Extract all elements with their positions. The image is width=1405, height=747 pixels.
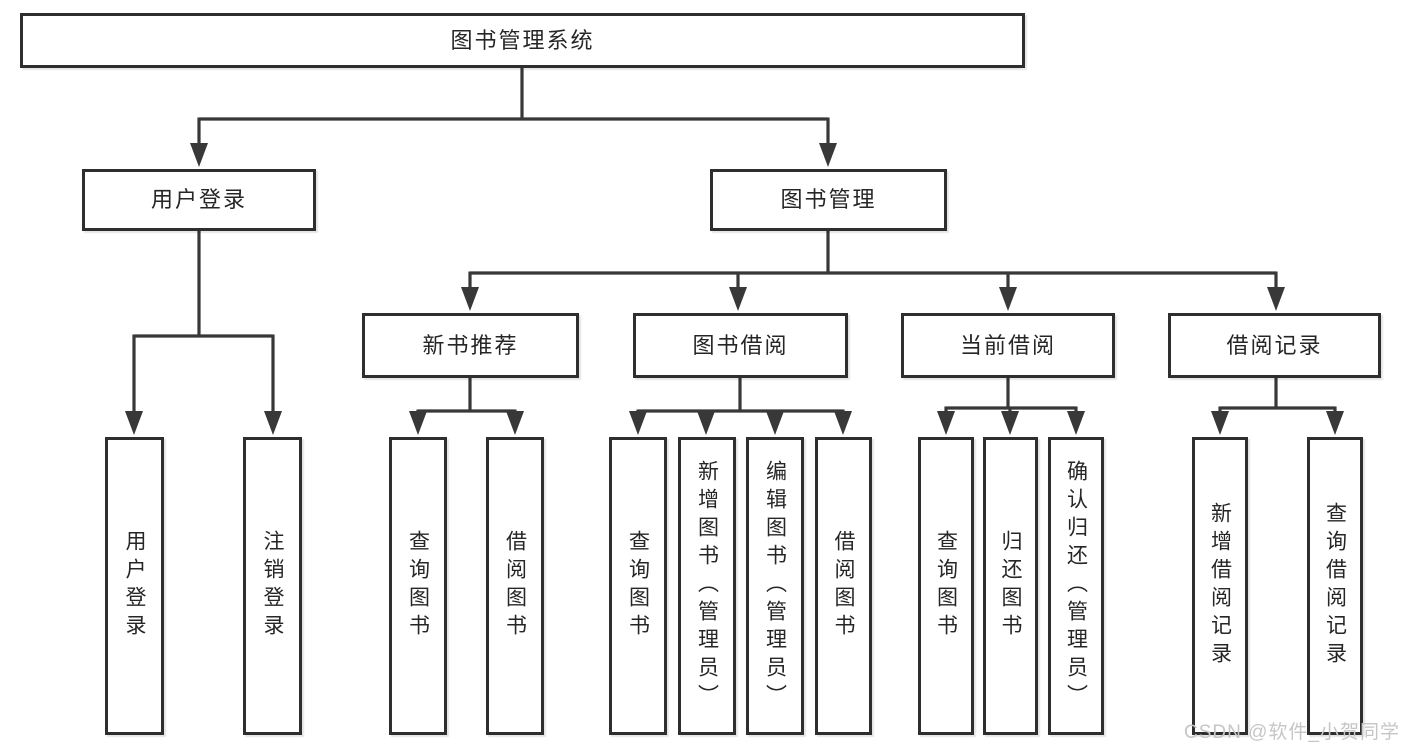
node-label: 图书管理系统 — [450, 27, 595, 53]
leaf-logout: 注销登录 — [243, 437, 302, 735]
csdn-watermark: CSDN @软件_小贺同学 — [1184, 722, 1400, 743]
node-label: 注销登录 — [261, 530, 284, 642]
connector-book-management-branch — [461, 231, 1285, 311]
node-label: 确认归还（管理员） — [1064, 460, 1088, 712]
node-label: 查询图书 — [406, 530, 430, 642]
node-label: 借阅记录 — [1226, 332, 1323, 358]
connector-current-borrow-branch — [937, 378, 1085, 435]
node-label: 借阅图书 — [832, 530, 855, 642]
leaf-add-book-admin: 新增图书（管理员） — [678, 437, 736, 735]
node-new-book-recommend: 新书推荐 — [362, 313, 579, 378]
connector-book-borrow-branch — [629, 378, 852, 435]
node-label: 查询图书 — [626, 530, 650, 642]
node-book-borrow: 图书借阅 — [633, 313, 848, 378]
node-label: 用户登录 — [123, 530, 146, 642]
connector-borrow-record-branch — [1211, 378, 1344, 435]
node-label: 图书借阅 — [692, 332, 789, 358]
node-label: 图书管理 — [780, 187, 877, 212]
leaf-query-books-current: 查询图书 — [918, 437, 974, 735]
node-label: 当前借阅 — [959, 332, 1056, 358]
leaf-user-login: 用户登录 — [105, 437, 164, 735]
leaf-borrow-books-recommend: 借阅图书 — [486, 437, 544, 735]
node-label: 新书推荐 — [422, 332, 519, 358]
node-label: 查询借阅记录 — [1323, 502, 1347, 670]
leaf-query-books-recommend: 查询图书 — [389, 437, 447, 735]
leaf-return-book: 归还图书 — [983, 437, 1038, 735]
node-current-borrow: 当前借阅 — [901, 313, 1115, 378]
leaf-query-books-borrow: 查询图书 — [609, 437, 667, 735]
node-label: 查询图书 — [934, 530, 958, 642]
node-borrow-record: 借阅记录 — [1168, 313, 1381, 378]
connector-root-to-level2 — [190, 68, 837, 167]
node-user-login: 用户登录 — [82, 169, 316, 231]
node-label: 新增借阅记录 — [1208, 502, 1232, 670]
node-library-management-system: 图书管理系统 — [20, 13, 1025, 68]
leaf-add-borrow-record: 新增借阅记录 — [1192, 437, 1248, 735]
node-book-management: 图书管理 — [710, 169, 947, 231]
leaf-query-borrow-record: 查询借阅记录 — [1307, 437, 1363, 735]
connector-new-book-branch — [409, 378, 524, 435]
leaf-borrow-books-borrow: 借阅图书 — [815, 437, 872, 735]
node-label: 借阅图书 — [503, 530, 527, 642]
leaf-confirm-return-admin: 确认归还（管理员） — [1048, 437, 1104, 735]
leaf-edit-book-admin: 编辑图书（管理员） — [746, 437, 804, 735]
node-label: 编辑图书（管理员） — [763, 460, 787, 712]
node-label: 新增图书（管理员） — [695, 460, 719, 712]
connector-user-login-branch — [125, 231, 282, 435]
node-label: 归还图书 — [999, 530, 1022, 642]
node-label: 用户登录 — [150, 187, 247, 212]
